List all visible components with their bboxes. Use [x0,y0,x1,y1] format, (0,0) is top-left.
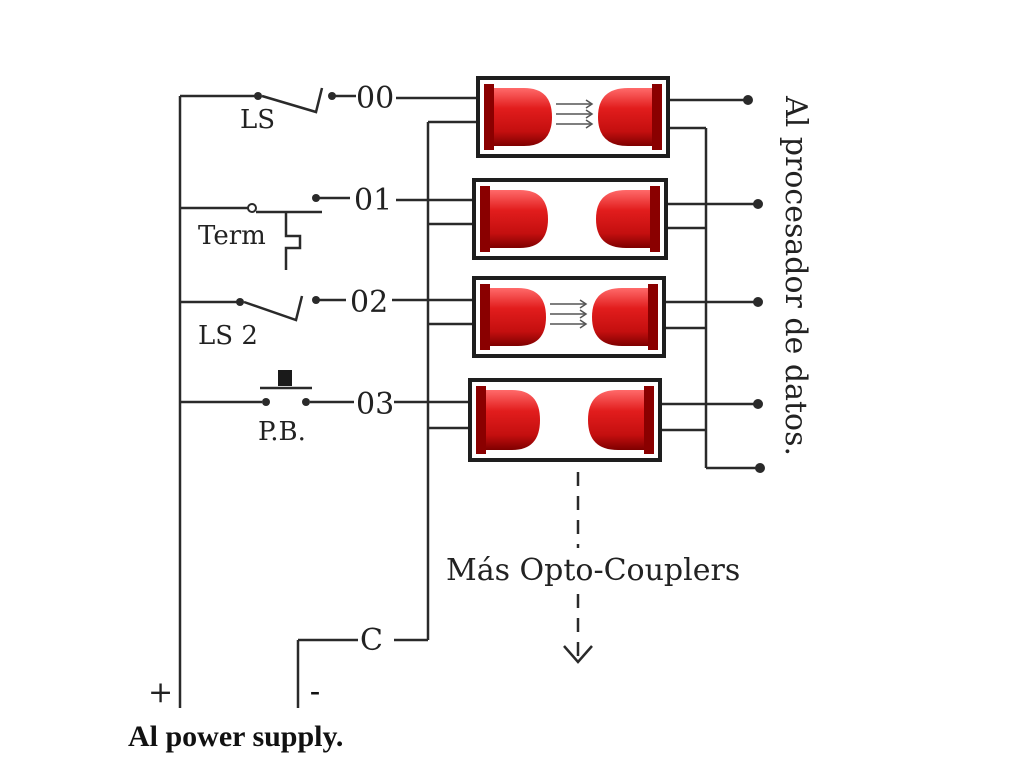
device-label-ls2: LS 2 [198,321,258,351]
minus-label: - [310,674,320,707]
input-row-01 [180,194,763,270]
arrow-down-icon [563,645,593,664]
device-label-ls: LS [240,105,275,135]
light-rays-icon [556,99,594,129]
opto-coupler-02 [472,276,666,358]
opto-coupler-00 [476,76,670,158]
phototransistor-icon [598,84,662,150]
light-rays-icon [550,299,588,329]
input-row-00 [180,87,753,130]
address-label-02: 02 [350,285,388,320]
led-icon [476,386,540,454]
power-supply-label: Al power supply. [128,720,343,753]
led-icon [484,84,552,150]
address-label-03: 03 [356,387,394,422]
output-common-terminal [755,463,765,473]
phototransistor-icon [592,284,658,350]
led-icon [480,284,546,350]
input-row-02 [180,295,763,330]
processor-label: Al procesador de datos. [778,95,813,456]
common-label: C [360,623,383,658]
opto-coupler-03 [468,378,662,462]
input-row-03 [180,370,763,432]
phototransistor-icon [588,386,654,454]
device-label-pb: P.B. [258,417,306,447]
address-label-00: 00 [356,81,394,116]
device-label-term: Term [198,221,266,251]
plus-label: + [148,675,173,710]
led-icon [480,186,548,252]
opto-coupler-01 [472,178,668,260]
more-opto-couplers-label: Más Opto-Couplers [446,553,740,588]
phototransistor-icon [596,186,660,252]
address-label-01: 01 [354,183,392,218]
